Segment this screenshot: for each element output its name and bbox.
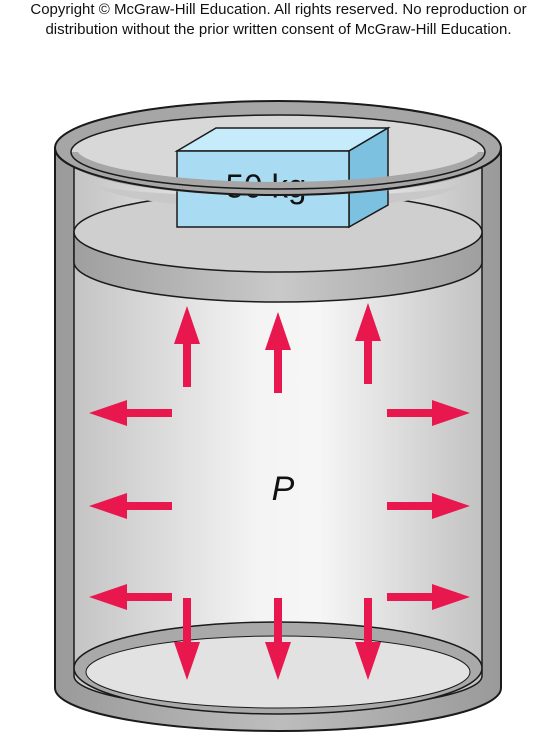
arrow-up-left [174, 306, 200, 387]
pressure-label: P [272, 470, 295, 508]
arrow-left-middle [89, 493, 172, 519]
arrow-up-right [355, 303, 381, 384]
copyright-line-1: Copyright © McGraw-Hill Education. All r… [30, 1, 527, 18]
copyright-notice: Copyright © McGraw-Hill Education. All r… [0, 0, 557, 40]
cylinder-rim-front-inner-edge [70, 151, 486, 190]
cylinder-rim-front-outer-edge [54, 147, 502, 196]
arrow-left-bottom [89, 584, 172, 610]
arrow-down-right [355, 598, 381, 680]
arrow-down-left [174, 598, 200, 680]
pressure-arrows [89, 303, 470, 680]
arrow-left-top [89, 400, 172, 426]
arrow-right-bottom [387, 584, 470, 610]
arrow-up-center [265, 312, 291, 393]
copyright-line-2: distribution without the prior written c… [45, 21, 512, 38]
arrow-down-center [265, 598, 291, 680]
arrow-right-top [387, 400, 470, 426]
mass-block: 50 kg [174, 126, 391, 229]
arrow-right-middle [387, 493, 470, 519]
